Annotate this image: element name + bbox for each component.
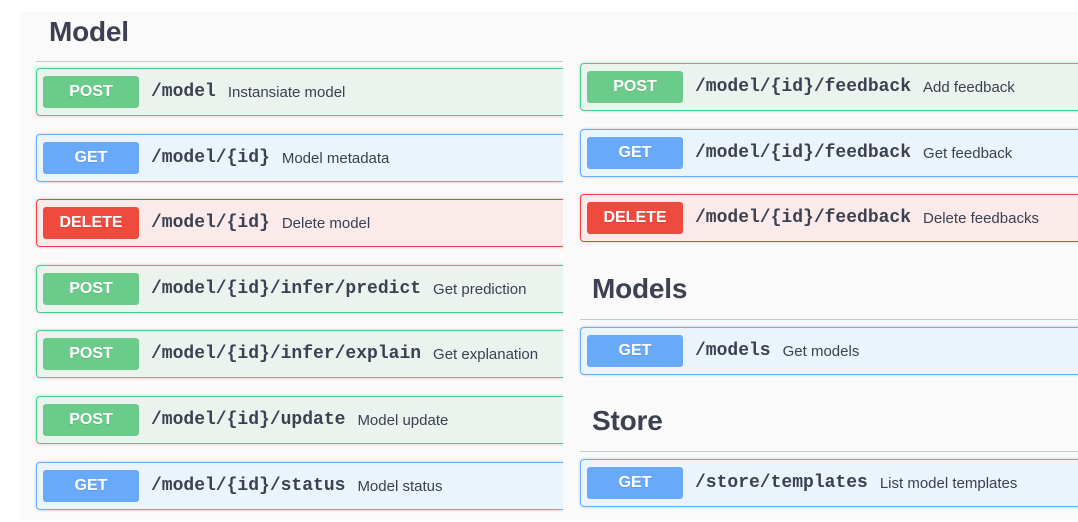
operation-get-models[interactable]: GET /models Get models bbox=[580, 327, 1078, 375]
operation-path: /model/{id}/status bbox=[151, 476, 346, 496]
operation-get-store-templates[interactable]: GET /store/templates List model template… bbox=[580, 459, 1078, 507]
method-badge: DELETE bbox=[587, 202, 683, 234]
operation-post-model-update[interactable]: POST /model/{id}/update Model update bbox=[36, 396, 563, 444]
operation-get-model-status[interactable]: GET /model/{id}/status Model status bbox=[36, 462, 563, 510]
method-badge: POST bbox=[43, 404, 139, 436]
operation-post-model[interactable]: POST /model Instansiate model bbox=[36, 68, 563, 116]
section-title-model[interactable]: Model bbox=[49, 16, 129, 47]
method-badge: GET bbox=[587, 137, 683, 169]
operation-get-feedback[interactable]: GET /model/{id}/feedback Get feedback bbox=[580, 129, 1078, 177]
operation-summary: Get prediction bbox=[433, 280, 527, 298]
operation-summary: Get models bbox=[782, 342, 860, 360]
method-badge: GET bbox=[587, 467, 683, 499]
method-badge: GET bbox=[587, 335, 683, 367]
method-badge: POST bbox=[43, 338, 139, 370]
operation-path: /model/{id}/feedback bbox=[695, 77, 912, 97]
model-section-panel: Model POST /model Instansiate model GET … bbox=[20, 12, 563, 520]
section-title-store[interactable]: Store bbox=[592, 405, 663, 436]
method-badge: DELETE bbox=[43, 207, 139, 239]
right-sections-panel: POST /model/{id}/feedback Add feedback G… bbox=[563, 12, 1078, 520]
operation-path: /model/{id}/infer/predict bbox=[151, 279, 422, 299]
operation-path: /model bbox=[151, 82, 216, 102]
section-divider bbox=[580, 451, 1078, 452]
operation-summary: Delete model bbox=[281, 214, 371, 232]
method-badge: POST bbox=[43, 76, 139, 108]
operation-summary: Model status bbox=[357, 477, 443, 495]
method-badge: POST bbox=[587, 71, 683, 103]
operation-path: /model/{id}/update bbox=[151, 410, 346, 430]
operation-post-infer-predict[interactable]: POST /model/{id}/infer/predict Get predi… bbox=[36, 265, 563, 313]
method-badge: POST bbox=[43, 273, 139, 305]
operation-path: /model/{id} bbox=[151, 213, 270, 233]
method-badge: GET bbox=[43, 470, 139, 502]
operation-path: /model/{id} bbox=[151, 148, 270, 168]
operation-summary: Get explanation bbox=[433, 345, 539, 363]
operation-post-feedback[interactable]: POST /model/{id}/feedback Add feedback bbox=[580, 63, 1078, 111]
operation-path: /model/{id}/feedback bbox=[695, 208, 912, 228]
operation-delete-model-id[interactable]: DELETE /model/{id} Delete model bbox=[36, 199, 563, 247]
section-divider bbox=[36, 61, 563, 62]
operation-summary: Get feedback bbox=[923, 144, 1013, 162]
operation-summary: Delete feedbacks bbox=[923, 209, 1039, 227]
operation-delete-feedback[interactable]: DELETE /model/{id}/feedback Delete feedb… bbox=[580, 194, 1078, 242]
operation-path: /store/templates bbox=[695, 473, 868, 493]
operation-get-model-id[interactable]: GET /model/{id} Model metadata bbox=[36, 134, 563, 182]
operation-summary: Instansiate model bbox=[227, 83, 346, 101]
section-divider bbox=[580, 319, 1078, 320]
operation-path: /model/{id}/feedback bbox=[695, 143, 912, 163]
section-title-models[interactable]: Models bbox=[592, 273, 688, 304]
operation-path: /model/{id}/infer/explain bbox=[151, 344, 422, 364]
operation-path: /models bbox=[695, 341, 771, 361]
operation-summary: Model metadata bbox=[281, 149, 390, 167]
method-badge: GET bbox=[43, 142, 139, 174]
operation-summary: Model update bbox=[357, 411, 449, 429]
operation-summary: List model templates bbox=[879, 474, 1018, 492]
operation-summary: Add feedback bbox=[923, 78, 1015, 96]
operation-post-infer-explain[interactable]: POST /model/{id}/infer/explain Get expla… bbox=[36, 330, 563, 378]
